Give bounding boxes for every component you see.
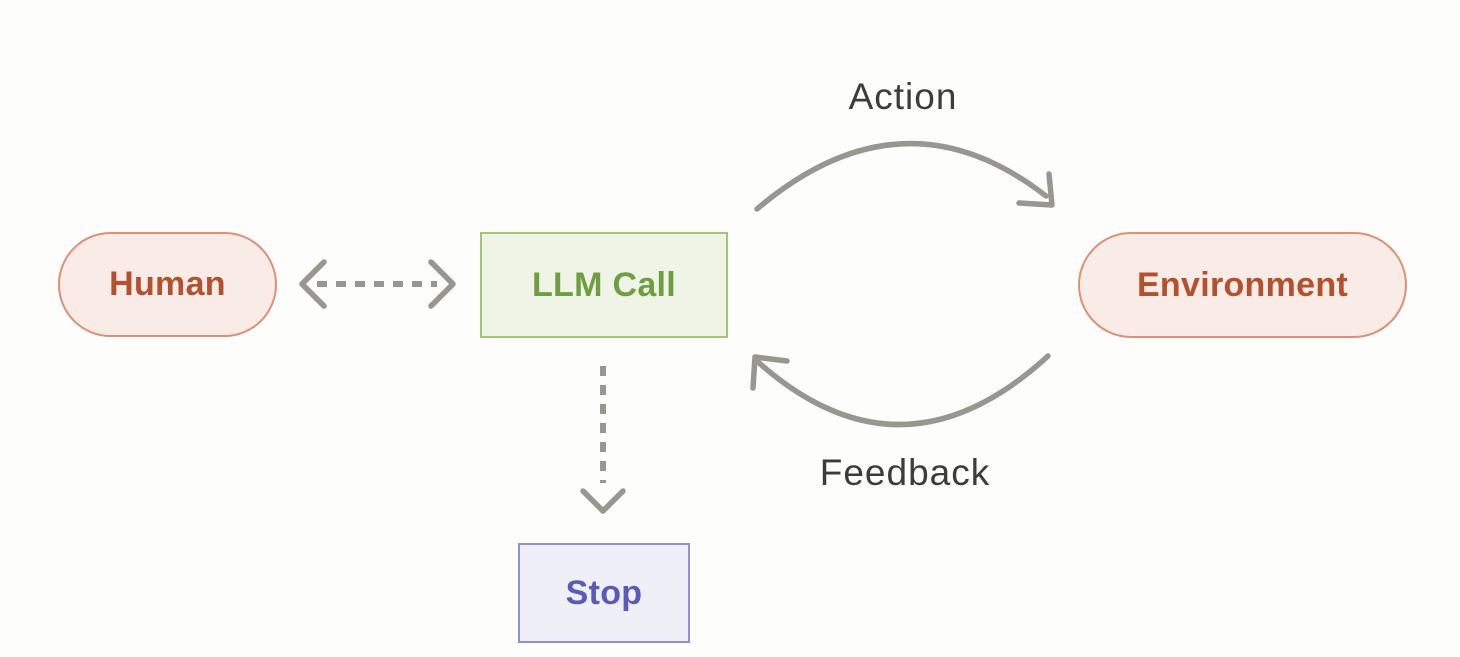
node-stop: Stop [518,543,690,643]
llm-stop-dashed-arrow-icon [580,366,626,514]
human-llm-bidirectional-arrow-icon [299,259,456,309]
node-llm-call-label: LLM Call [531,265,677,304]
node-llm-call: LLM Call [480,232,728,338]
node-stop-label: Stop [565,573,643,612]
action-edge-label: Action [848,76,958,117]
node-environment-label: Environment [1136,265,1349,304]
node-environment: Environment [1078,232,1407,338]
feedback-edge-label: Feedback [819,452,991,493]
action-arrow-icon [754,140,1055,212]
node-human-label: Human [109,265,226,303]
feedback-arrow-icon [750,353,1051,428]
node-human: Human [58,232,277,337]
